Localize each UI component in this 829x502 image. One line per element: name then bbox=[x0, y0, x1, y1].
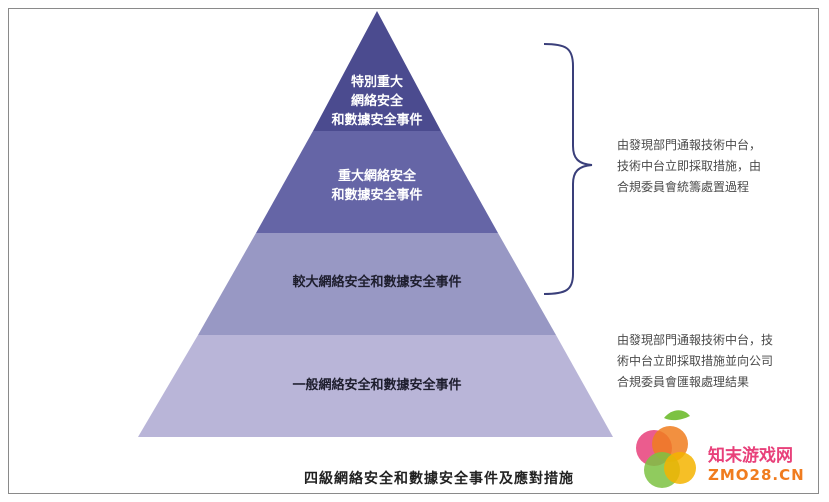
tier-label-major: 重大網絡安全 和數據安全事件 bbox=[331, 169, 423, 203]
watermark-url: ZMO28.CN bbox=[708, 466, 805, 484]
diagram-frame bbox=[8, 8, 819, 494]
response-note-major: 由發現部門通報技術中台， 技術中台立即採取措施，由 合規委員會統籌處置過程 bbox=[617, 138, 762, 194]
pyramid-tier-top bbox=[313, 11, 441, 131]
tier-label-significant: 較大網絡安全和數據安全事件 bbox=[292, 275, 462, 290]
diagram-caption: 四級網絡安全和數據安全事件及應對措施 bbox=[304, 471, 574, 487]
watermark-text: 知末游戏网 bbox=[708, 446, 793, 466]
pyramid-tier-third bbox=[198, 233, 556, 335]
pyramid-tier-second bbox=[256, 131, 498, 233]
tier-label-general: 一般網絡安全和數據安全事件 bbox=[292, 378, 462, 393]
watermark-logo-icon bbox=[636, 410, 696, 488]
tier-label-extremely-major: 特別重大 網絡安全 和數據安全事件 bbox=[331, 75, 423, 128]
pyramid-tier-bottom bbox=[138, 335, 613, 437]
curly-brace bbox=[543, 43, 593, 295]
response-note-general: 由發現部門通報技術中台，技 術中台立即採取措施並向公司 合規委員會匯報處理結果 bbox=[617, 333, 774, 389]
